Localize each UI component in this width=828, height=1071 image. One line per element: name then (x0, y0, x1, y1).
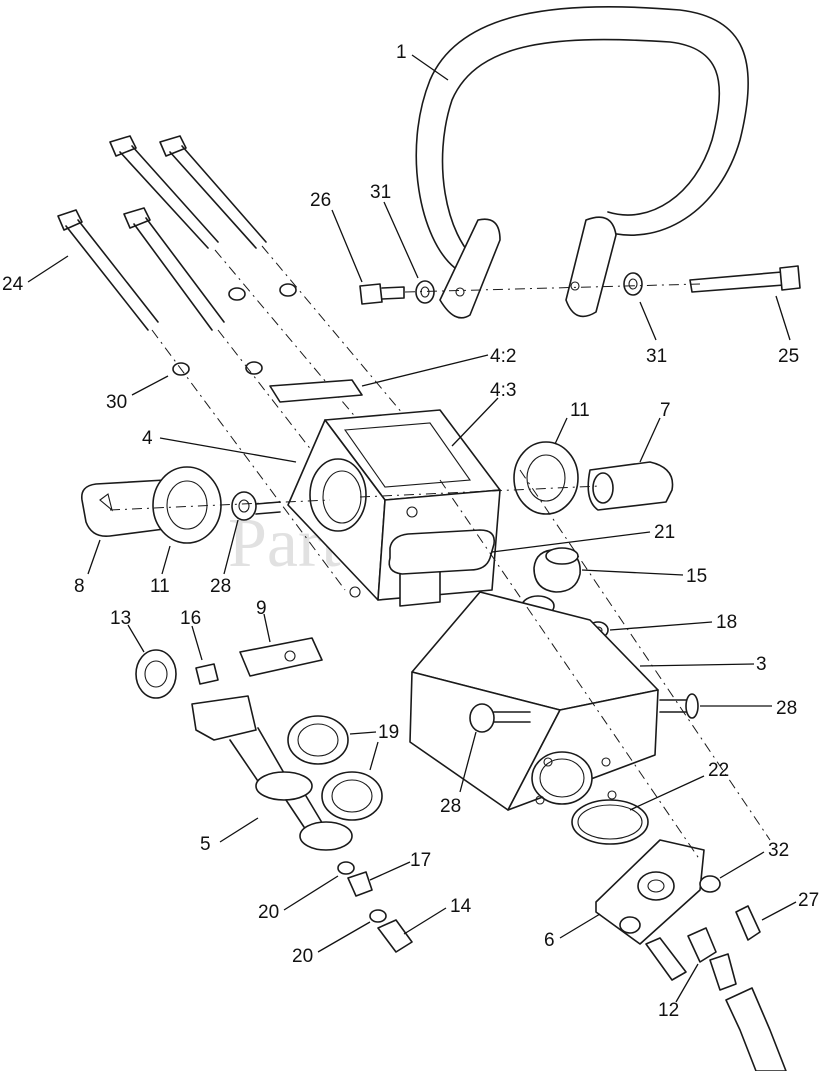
bottom-plate-assembly (439, 469, 787, 1071)
callout-24: 24 (2, 274, 24, 295)
callout-28: 28 (440, 796, 461, 817)
handle-bolts (359, 265, 801, 305)
callout-19: 19 (378, 722, 399, 743)
callout-11: 11 (570, 400, 590, 421)
callout-21: 21 (654, 522, 675, 543)
callout-25: 25 (778, 346, 799, 367)
left-shaft-assembly (80, 466, 331, 544)
callout-31: 31 (646, 346, 667, 367)
callout-31: 31 (370, 182, 391, 203)
callout-12: 12 (658, 1000, 679, 1021)
callout-20: 20 (258, 902, 279, 923)
callout-28: 28 (210, 576, 231, 597)
callout-27: 27 (798, 890, 819, 911)
callout-16: 16 (180, 608, 201, 629)
callout-14: 14 (450, 896, 472, 917)
callout-6: 6 (544, 930, 555, 951)
callout-11: 11 (150, 576, 170, 597)
callout-15: 15 (686, 566, 707, 587)
callout-1: 1 (396, 42, 407, 63)
oval-gasket (388, 529, 496, 575)
callout-26: 26 (310, 190, 331, 211)
gasket-plate (269, 379, 363, 403)
lower-housing (409, 591, 699, 845)
callout-22: 22 (708, 760, 729, 781)
callout-18: 18 (716, 612, 737, 633)
right-shaft-assembly (359, 441, 674, 515)
lower-shaft-assembly (135, 637, 413, 953)
callout-labels: 1 24 26 31 31 25 30 4:2 4:3 4 11 7 8 11 … (2, 42, 819, 1021)
callout-9: 9 (256, 598, 267, 619)
callout-4-3: 4:3 (490, 380, 516, 401)
callout-28: 28 (776, 698, 797, 719)
callout-4: 4 (142, 428, 153, 449)
callout-20: 20 (292, 946, 313, 967)
callout-5: 5 (200, 834, 211, 855)
leader-lines (27, 54, 797, 1003)
callout-7: 7 (660, 400, 671, 421)
callout-13: 13 (110, 608, 131, 629)
callout-30: 30 (106, 392, 127, 413)
callout-3: 3 (756, 654, 767, 675)
callout-8: 8 (74, 576, 85, 597)
handle-part (415, 5, 750, 319)
callout-17: 17 (410, 850, 431, 871)
callout-4-2: 4:2 (490, 346, 516, 367)
callout-32: 32 (768, 840, 789, 861)
